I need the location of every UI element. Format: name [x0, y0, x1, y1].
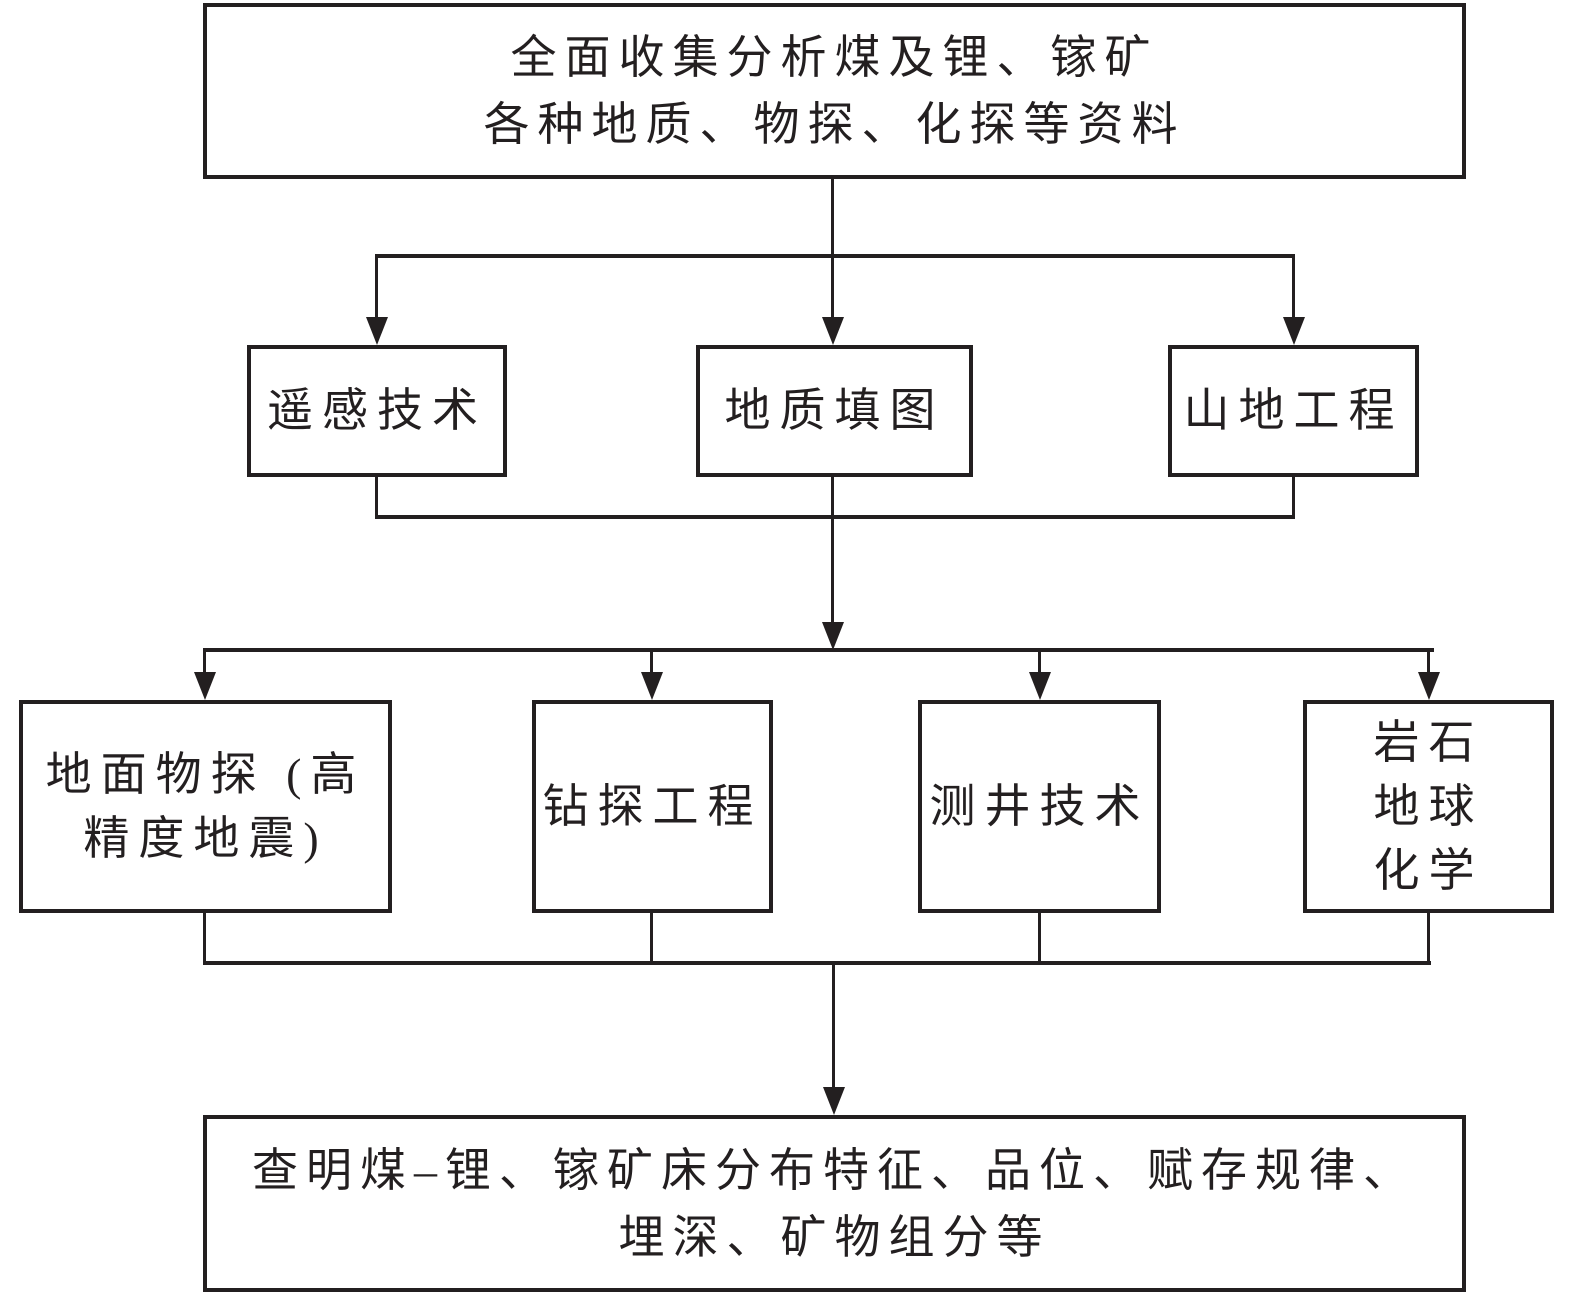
connector-to-drilling — [650, 650, 653, 674]
node-well-logging: 测井技术 — [918, 700, 1161, 913]
arrow-down-icon — [366, 317, 388, 345]
node-geological-mapping: 地质填图 — [696, 345, 973, 477]
connector-to-conclusion — [832, 963, 835, 1087]
node-remote-sensing: 遥感技术 — [247, 345, 507, 477]
node-rock-geochemistry: 岩石 地球 化学 — [1303, 700, 1554, 913]
distributor-line-row3 — [203, 648, 1434, 652]
connector-to-rock-geochemistry — [1427, 650, 1430, 674]
collector-line-row3 — [203, 961, 1431, 965]
arrow-down-icon — [1029, 672, 1051, 700]
connector-mountain-engineering-down — [1292, 477, 1295, 519]
node-surface-geophysics: 地面物探 (高 精度地震) — [19, 700, 392, 913]
connector-to-well-logging — [1038, 650, 1041, 674]
connector-rock-geochemistry-down — [1427, 913, 1430, 965]
arrow-down-icon — [822, 622, 844, 650]
arrow-down-icon — [1283, 317, 1305, 345]
arrow-down-icon — [194, 672, 216, 700]
connector-to-mountain-engineering — [1292, 256, 1295, 322]
distributor-line-row2 — [375, 254, 1295, 258]
connector-to-surface-geophysics — [203, 650, 206, 674]
node-drilling-engineering: 钻探工程 — [532, 700, 773, 913]
connector-well-logging-down — [1038, 913, 1041, 965]
connector-drilling-down — [650, 913, 653, 965]
connector-geological-mapping-down — [831, 477, 834, 519]
node-collect-analyze-data: 全面收集分析煤及锂、镓矿 各种地质、物探、化探等资料 — [203, 3, 1466, 179]
connector-collector-to-distributor2 — [831, 517, 834, 622]
arrow-down-icon — [823, 1087, 845, 1115]
arrow-down-icon — [822, 317, 844, 345]
node-mountain-engineering: 山地工程 — [1168, 345, 1419, 477]
arrow-down-icon — [1418, 672, 1440, 700]
arrow-down-icon — [641, 672, 663, 700]
collector-line-row2 — [375, 515, 1295, 519]
connector-to-remote-sensing — [375, 256, 378, 322]
connector-remote-sensing-down — [375, 477, 378, 519]
connector-top-to-distributor — [831, 179, 834, 322]
connector-surface-geophysics-down — [203, 913, 206, 965]
node-conclusion: 查明煤–锂、镓矿床分布特征、品位、赋存规律、 埋深、矿物组分等 — [203, 1115, 1466, 1292]
